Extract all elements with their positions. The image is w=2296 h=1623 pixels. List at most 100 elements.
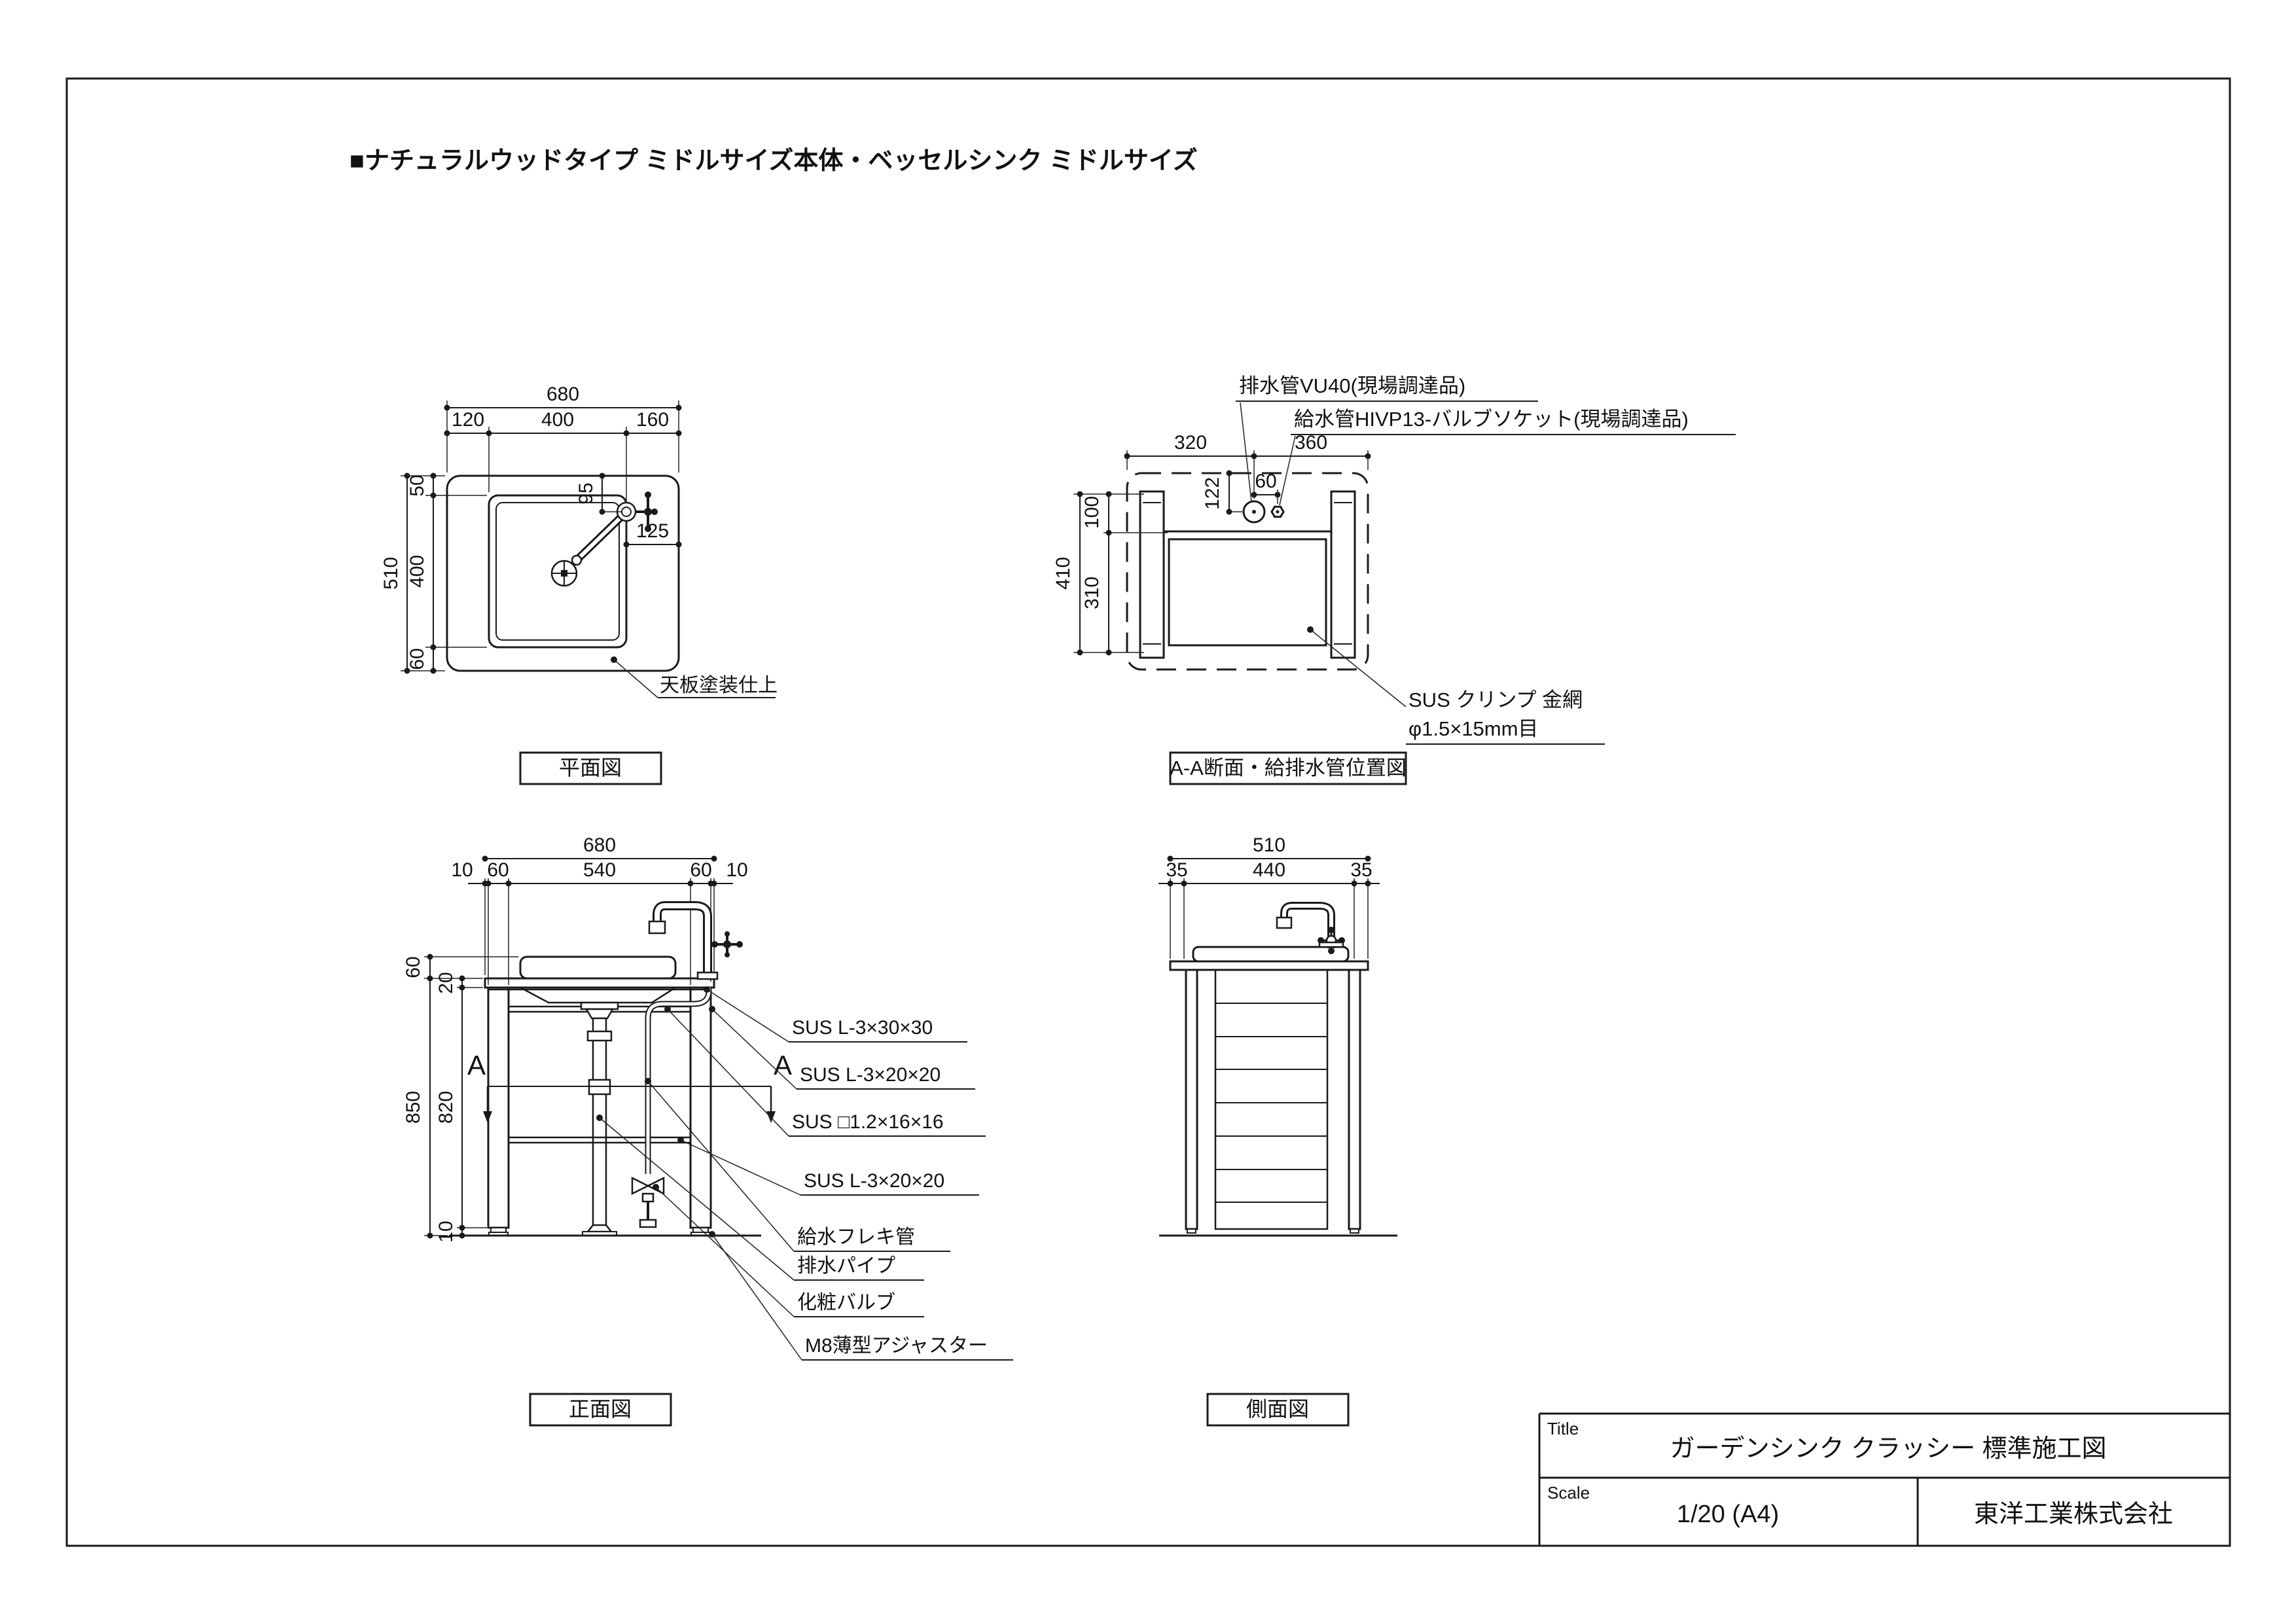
section-leader-drain: 排水管VU40(現場調達品) (1236, 374, 1538, 502)
title-block: Title ガーデンシンク クラッシー 標準施工図 Scale 1/20 (A4… (1538, 1412, 2230, 1546)
plan-dims-left: 510 50 400 60 (380, 473, 487, 674)
plan-view-label: 平面図 (559, 756, 622, 779)
side-foot-front (1187, 1228, 1196, 1234)
front-countertop (484, 977, 715, 989)
title-block-company: 東洋工業株式会社 (1974, 1501, 2173, 1528)
front-view-label-box: 正面図 (529, 1393, 672, 1427)
section-post-right (1330, 490, 1356, 659)
front-note-rail-upper: SUS L-3×20×20 (800, 1064, 941, 1086)
side-dim-440: 440 (1253, 859, 1285, 881)
front-leader-rail-upper: SUS L-3×20×20 (709, 1006, 975, 1090)
front-leader-adjuster: M8薄型アジャスター (709, 1231, 1013, 1361)
front-dim-820: 820 (435, 1091, 457, 1124)
side-dim-510: 510 (1253, 834, 1285, 856)
section-dim-310: 310 (1081, 577, 1103, 609)
plan-dim-400h: 400 (406, 555, 428, 588)
front-drain-assembly (580, 1001, 619, 1236)
plan-leader-top-finish: 天板塗装仕上 (611, 656, 778, 698)
side-foot-back (1350, 1228, 1359, 1234)
side-vessel-sink (1192, 946, 1350, 963)
plan-dim-400w: 400 (541, 409, 574, 431)
plan-dim-95: 95 (575, 482, 597, 504)
section-view-label-box: A-A断面・給排水管位置図 (1169, 751, 1407, 785)
front-note-adjuster: M8薄型アジャスター (805, 1335, 988, 1357)
section-dim-410: 410 (1052, 557, 1074, 590)
section-dim-100: 100 (1081, 496, 1103, 529)
front-section-marker-left: A (467, 1050, 486, 1080)
plan-dim-125: 125 (636, 520, 669, 542)
front-leader-frame-top: SUS L-3×30×30 (704, 986, 967, 1043)
side-view: 510 35 440 35 (1158, 834, 1397, 1427)
side-post-front (1185, 969, 1198, 1230)
front-dim-60r: 60 (690, 859, 711, 881)
plan-dims-top: 680 120 400 160 (444, 383, 682, 503)
section-dims-left: 410 100 310 (1052, 491, 1168, 656)
section-view: 320 360 122 60 410 100 310 (1052, 374, 1736, 785)
side-post-back (1348, 969, 1361, 1230)
front-note-square-pipe: SUS □1.2×16×16 (792, 1111, 944, 1133)
plan-sink-outer (488, 494, 628, 649)
front-dim-680: 680 (583, 834, 616, 856)
section-note-drain: 排水管VU40(現場調達品) (1239, 374, 1465, 397)
plan-dim-50: 50 (406, 474, 428, 496)
section-wire-mesh (1168, 538, 1327, 647)
front-ornamental-valve (631, 1176, 665, 1228)
sheet-border (65, 77, 2231, 1547)
plan-sink-inner (495, 502, 620, 641)
side-slat-panel (1214, 969, 1329, 1230)
front-dim-10r: 10 (726, 859, 747, 881)
plan-view: 680 120 400 160 510 50 400 60 (380, 383, 778, 785)
plan-drain (550, 560, 578, 587)
title-block-scale-value: 1/20 (A4) (1677, 1501, 1779, 1528)
front-note-frame-top: SUS L-3×30×30 (792, 1017, 933, 1039)
plan-countertop (446, 474, 680, 672)
front-dim-60l: 60 (487, 859, 509, 881)
front-dim-10b: 10 (435, 1221, 457, 1242)
section-note-mesh1: SUS クリンプ 金網 (1408, 688, 1583, 711)
front-view: 680 10 60 540 60 10 (403, 834, 1013, 1427)
section-dim-60: 60 (1255, 471, 1276, 492)
front-faucet (648, 901, 743, 980)
front-supply-flex (645, 988, 712, 1174)
section-dims-pipes: 122 60 (1202, 470, 1281, 515)
front-leader-flex: 給水フレキ管 (645, 1078, 950, 1252)
section-leader-supply: 給水管HIVP13-バルブソケット(現場調達品) (1279, 408, 1736, 506)
front-dim-10l: 10 (451, 859, 473, 881)
front-leader-rail-lower: SUS L-3×20×20 (677, 1137, 979, 1196)
front-note-drain-pipe: 排水パイプ (797, 1255, 895, 1277)
title-block-title: ガーデンシンク クラッシー 標準施工図 (1670, 1435, 2106, 1463)
section-dim-320: 320 (1174, 432, 1207, 454)
front-dim-850: 850 (403, 1091, 424, 1124)
side-view-label-box: 側面図 (1206, 1393, 1350, 1427)
side-faucet (1276, 902, 1345, 954)
plan-dim-510: 510 (380, 557, 402, 590)
front-vessel-sink (519, 955, 677, 980)
plan-dims-faucet: 95 125 (575, 473, 682, 550)
front-dim-20: 20 (435, 972, 457, 993)
section-dims-top: 320 360 (1124, 432, 1371, 499)
side-countertop (1169, 960, 1369, 971)
plan-dim-60: 60 (406, 648, 428, 669)
side-dim-35r: 35 (1350, 859, 1372, 881)
front-note-flex: 給水フレキ管 (797, 1226, 915, 1248)
front-note-valve: 化粧バルブ (797, 1292, 895, 1313)
side-view-label: 側面図 (1246, 1397, 1309, 1421)
section-post-left (1139, 490, 1165, 659)
plan-dim-680: 680 (547, 383, 579, 405)
drawing-heading: ■ナチュラルウッドタイプ ミドルサイズ本体・ベッセルシンク ミドルサイズ (350, 147, 1198, 175)
section-leader-mesh: SUS クリンプ 金網 φ1.5×15mm目 (1307, 626, 1605, 745)
front-dim-540: 540 (583, 859, 616, 881)
front-dim-60h: 60 (403, 956, 424, 978)
section-note-mesh2: φ1.5×15mm目 (1408, 717, 1538, 740)
title-block-scale-label: Scale (1547, 1483, 1590, 1503)
front-leg-right (689, 986, 712, 1229)
section-dim-360: 360 (1295, 432, 1327, 454)
section-note-supply: 給水管HIVP13-バルブソケット(現場調達品) (1294, 408, 1689, 431)
section-counter-hidden-outline (1126, 472, 1369, 671)
plan-dim-120: 120 (452, 409, 484, 431)
front-dims-left: 60 850 20 820 10 (403, 954, 518, 1243)
front-note-rail-lower: SUS L-3×20×20 (804, 1170, 944, 1192)
title-block-title-label: Title (1547, 1419, 1579, 1438)
